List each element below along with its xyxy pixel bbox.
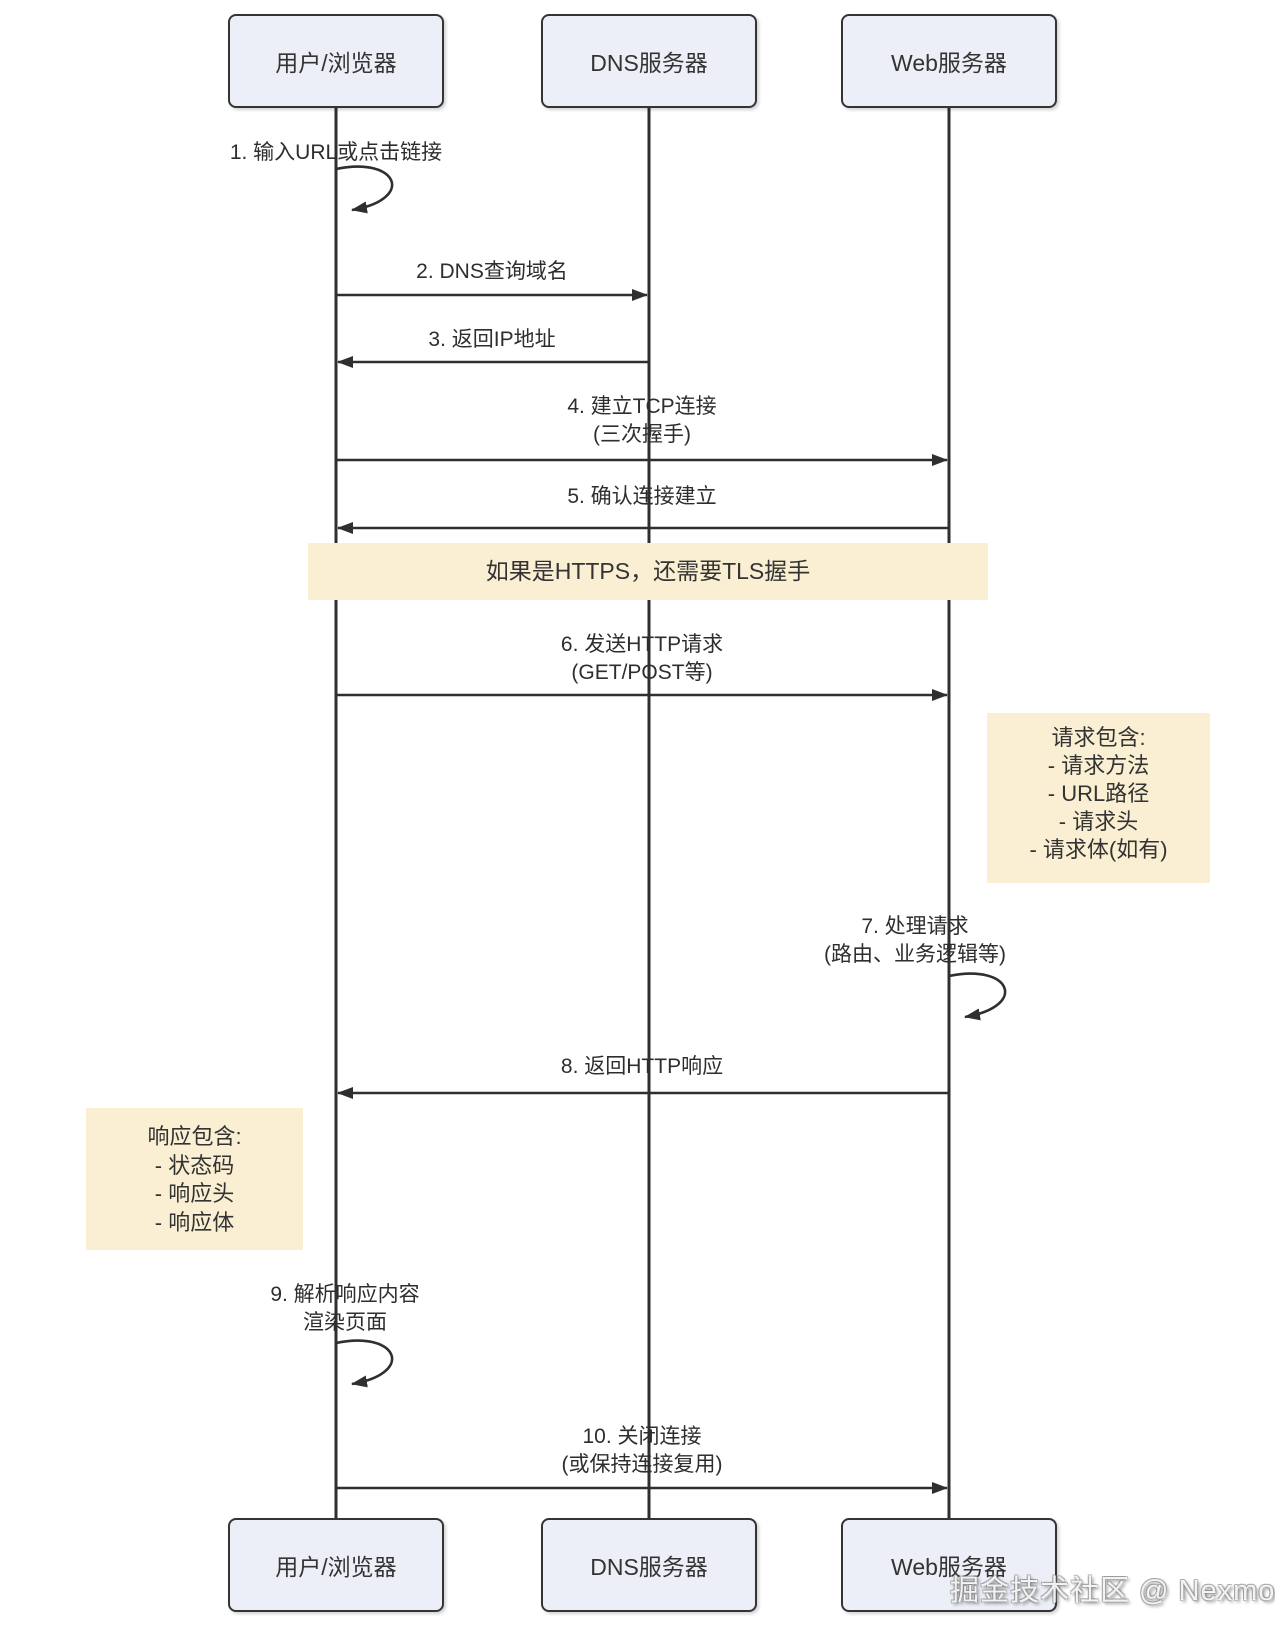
note-https-tls: 如果是HTTPS，还需要TLS握手 <box>308 543 988 600</box>
self-loop-msg1 <box>335 165 394 214</box>
actor-label: 用户/浏览器 <box>275 1554 397 1580</box>
note-item: - 请求头 <box>1058 809 1139 834</box>
actor-box-user-browser-top: 用户/浏览器 <box>228 14 444 108</box>
message-label-3: 3. 返回IP地址 <box>428 328 556 351</box>
actor-label: DNS服务器 <box>590 1554 708 1580</box>
note-item: - URL路径 <box>1047 781 1150 806</box>
message-label-2: 2. DNS查询域名 <box>416 260 568 283</box>
self-loop-msg9 <box>335 1339 394 1388</box>
message-label-5: 5. 确认连接建立 <box>567 485 717 508</box>
actor-box-dns-server-top: DNS服务器 <box>541 14 757 108</box>
note-item: - 响应体 <box>154 1209 235 1235</box>
note-item: - 状态码 <box>154 1152 235 1178</box>
self-loop-msg7 <box>948 972 1007 1021</box>
message-label-1: 1. 输入URL或点击链接 <box>229 141 443 164</box>
message-label-10: 10. 关闭连接(或保持连接复用) <box>561 1425 723 1476</box>
note-response-contains: 响应包含: - 状态码 - 响应头 - 响应体 <box>86 1108 303 1250</box>
actor-label: Web服务器 <box>891 50 1007 76</box>
message-label-6: 6. 发送HTTP请求(GET/POST等) <box>560 633 724 684</box>
note-item: - 请求方法 <box>1047 753 1150 778</box>
note-title: 响应包含: <box>147 1124 242 1149</box>
note-title: 请求包含: <box>1051 725 1146 750</box>
watermark: 掘金技术社区 @ Nexmoe <box>950 1575 1275 1607</box>
actor-label: DNS服务器 <box>590 50 708 76</box>
actor-box-user-browser-bottom: 用户/浏览器 <box>228 1518 444 1612</box>
note-request-contains: 请求包含: - 请求方法 - URL路径 - 请求头 - 请求体(如有) <box>987 713 1210 883</box>
actor-box-dns-server-bottom: DNS服务器 <box>541 1518 757 1612</box>
message-label-9: 9. 解析响应内容渲染页面 <box>270 1283 420 1334</box>
message-label-8: 8. 返回HTTP响应 <box>560 1055 724 1078</box>
actor-label: 用户/浏览器 <box>275 50 397 76</box>
actor-box-web-server-top: Web服务器 <box>841 14 1057 108</box>
actor-label: Web服务器 <box>891 1554 1007 1580</box>
message-label-4: 4. 建立TCP连接(三次握手) <box>567 395 717 446</box>
message-label-7: 7. 处理请求(路由、业务逻辑等) <box>824 915 1006 966</box>
note-item: - 请求体(如有) <box>1029 837 1168 862</box>
note-item: - 响应头 <box>154 1181 235 1206</box>
actor-box-web-server-bottom: Web服务器 <box>841 1518 1057 1612</box>
